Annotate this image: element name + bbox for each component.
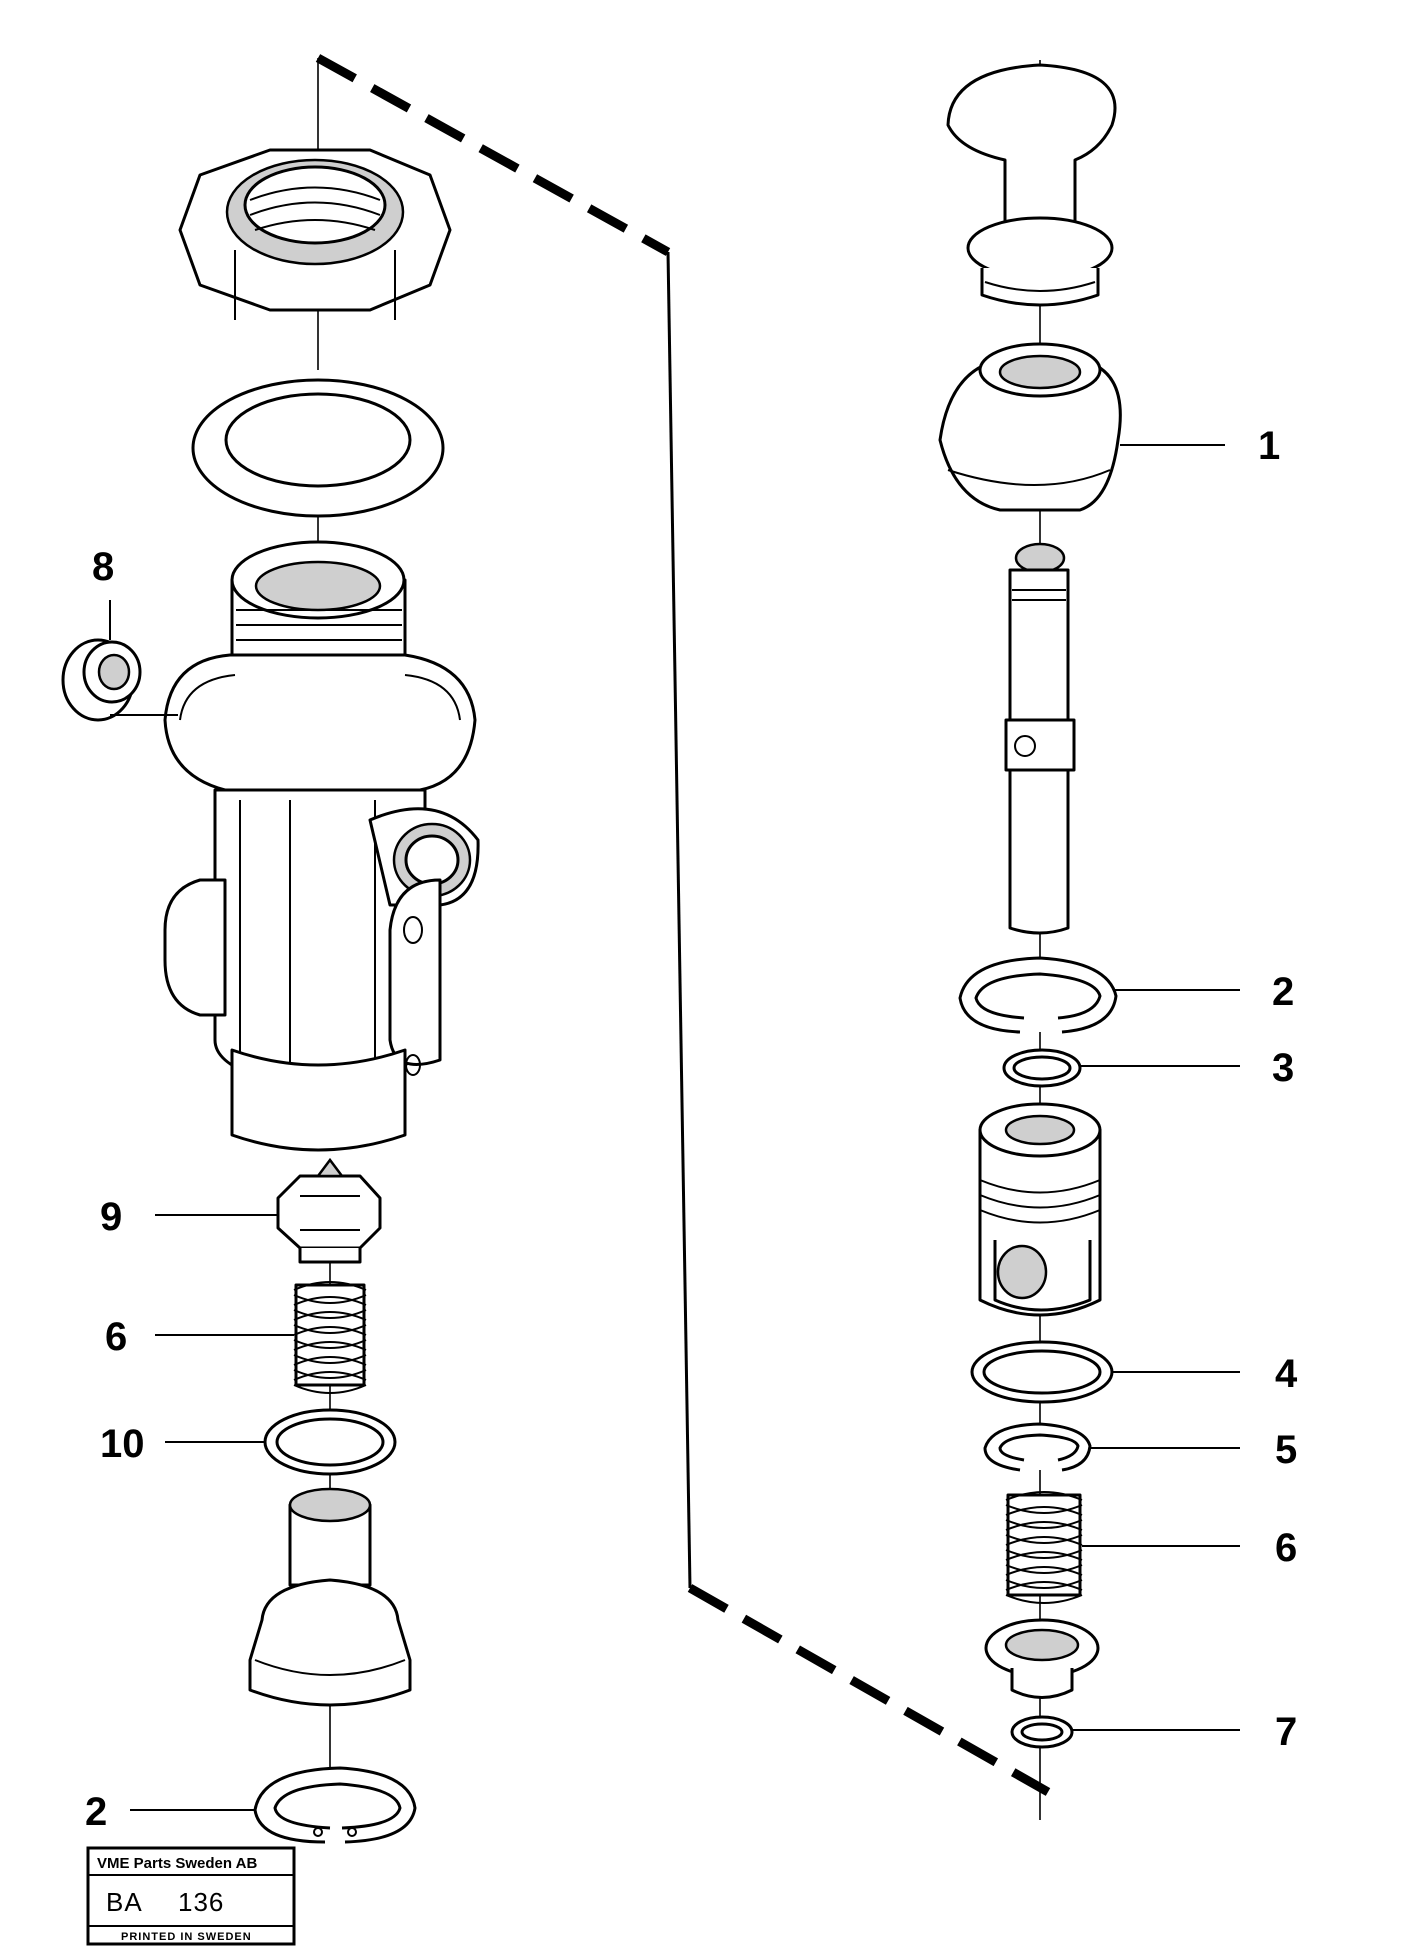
right-assembly [938,60,1122,1820]
publisher-stamp: VME Parts Sweden AB BA 136 PRINTED IN SW… [86,1846,296,1946]
spring-6-right [1005,1491,1083,1604]
circlip-2-left [253,1766,417,1844]
o-ring-4 [970,1340,1114,1404]
hex-nut [178,148,452,320]
callout-6-right: 6 [1275,1526,1297,1570]
valve-sleeve [978,1102,1102,1317]
callout-8: 8 [92,545,114,589]
callout-3: 3 [1272,1046,1294,1090]
callout-labels: 1 2 3 4 5 6 7 8 9 6 10 2 [85,424,1298,1834]
callout-4: 4 [1275,1352,1298,1396]
assembly-connector-line [315,54,1051,1796]
circlip-5 [983,1422,1092,1472]
valve-insert-9 [276,1157,382,1264]
stamp-code-prefix: BA [106,1887,143,1917]
callout-2-left: 2 [85,1790,107,1834]
callout-2-right: 2 [1272,970,1294,1014]
flat-washer [191,378,445,518]
o-ring-7 [1010,1715,1074,1749]
knob [946,63,1117,307]
o-ring-10 [263,1408,397,1476]
stamp-code-number: 136 [178,1887,224,1917]
piston [248,1487,412,1707]
callout-10: 10 [100,1422,145,1466]
plug-8 [61,638,142,722]
callout-9: 9 [100,1195,122,1239]
spring-6-left [293,1281,367,1394]
callout-5: 5 [1275,1428,1297,1472]
circlip-2-right [958,956,1118,1034]
o-ring-3 [1002,1048,1082,1088]
leader-lines [109,444,1240,1811]
callout-7: 7 [1275,1710,1297,1754]
callout-6-left: 6 [105,1315,127,1359]
stamp-printed: PRINTED IN SWEDEN [121,1931,252,1943]
valve-body [163,540,480,1152]
stamp-company: VME Parts Sweden AB [97,1855,257,1872]
left-assembly [61,58,480,1844]
ball-1 [938,342,1122,512]
callout-1: 1 [1258,424,1280,468]
plunger-rod [1004,542,1076,935]
spring-seat [984,1618,1100,1699]
